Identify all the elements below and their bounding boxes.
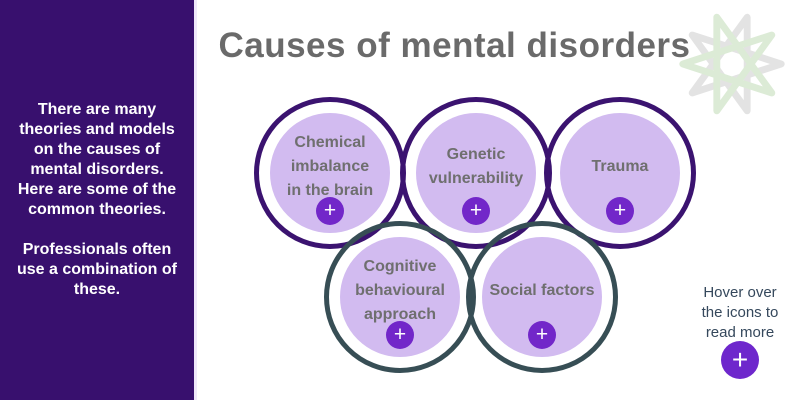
plus-icon-hint[interactable]: +: [721, 341, 759, 379]
plus-icon-cognitive-behavioural-approach[interactable]: +: [386, 321, 414, 349]
sidebar-paragraph-intro: There are many theories and models on th…: [17, 101, 177, 218]
hover-hint-text: Hover over the icons to read more: [701, 284, 779, 341]
circle-ring: [466, 221, 618, 373]
plus-icon-trauma[interactable]: +: [606, 197, 634, 225]
circle-trauma[interactable]: Trauma +: [544, 97, 696, 249]
star-knot-logo: [679, 13, 785, 115]
circle-ring: [544, 97, 696, 249]
circle-cognitive-behavioural-approach[interactable]: Cognitive behavioural approach +: [324, 221, 476, 373]
plus-icon-chemical-imbalance[interactable]: +: [316, 197, 344, 225]
circle-social-factors[interactable]: Social factors +: [466, 221, 618, 373]
plus-icon-genetic-vulnerability[interactable]: +: [462, 197, 490, 225]
sidebar-paragraph-professionals: Professionals often use a combination of…: [16, 241, 177, 298]
page-title: Causes of mental disorders: [218, 26, 691, 65]
plus-icon-social-factors[interactable]: +: [528, 321, 556, 349]
sidebar-panel: There are many theories and models on th…: [0, 0, 197, 400]
